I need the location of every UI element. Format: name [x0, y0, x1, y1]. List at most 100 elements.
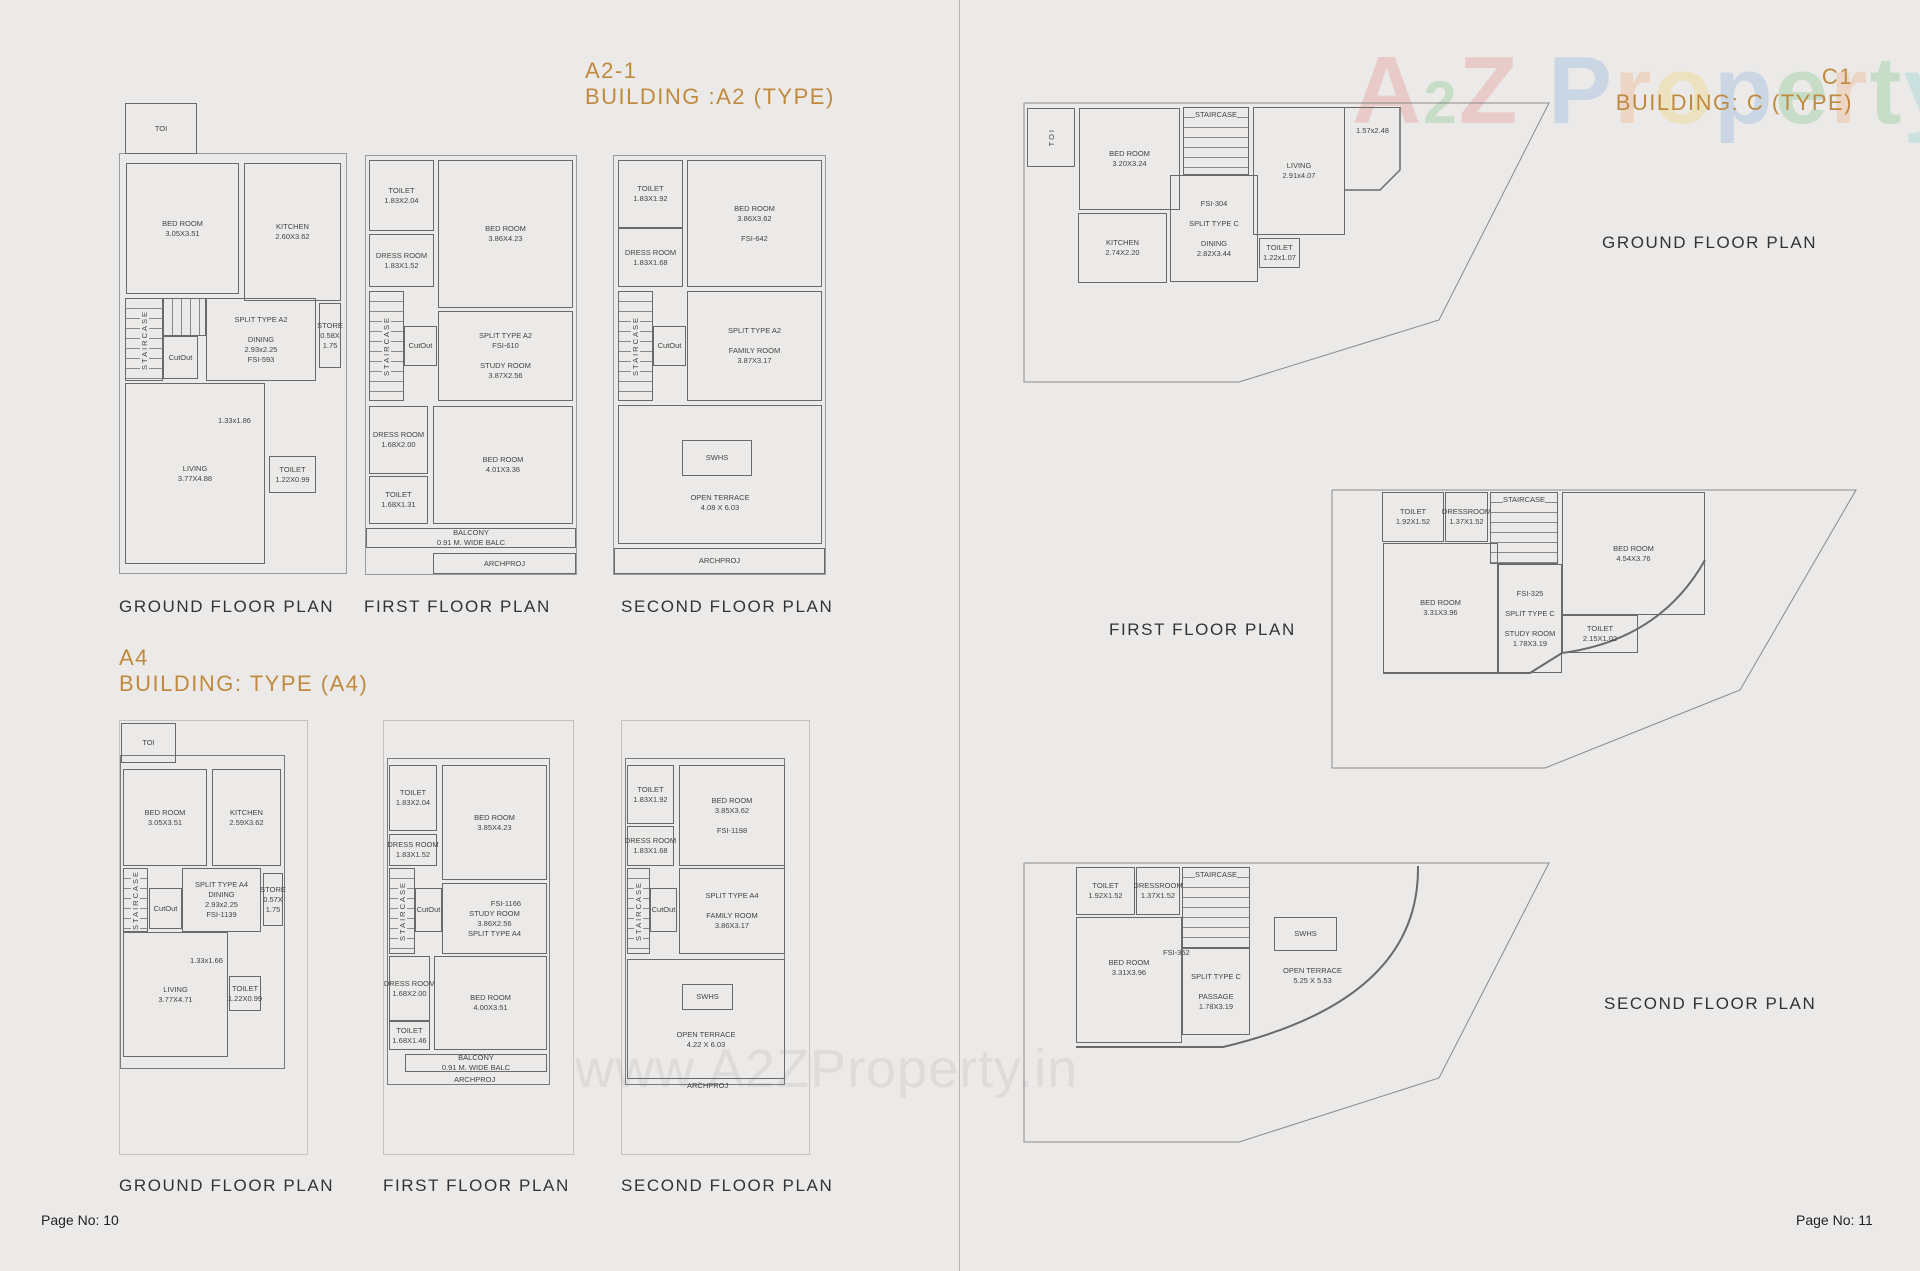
a4-building-title: BUILDING: TYPE (A4): [119, 671, 369, 696]
room-size: 3.85X4.23: [477, 822, 512, 832]
room-toi: TOI: [1027, 108, 1075, 167]
room-name: TOILET: [1266, 243, 1293, 252]
c1-heading: C1 BUILDING: C (TYPE): [1616, 64, 1853, 116]
room-size: 1.83X1.92: [633, 194, 668, 203]
room-name: BED ROOM: [162, 218, 203, 228]
room-name: DRESS ROOM: [624, 247, 677, 257]
room-name: DRESSROOM: [1441, 507, 1492, 516]
room-size: 0.91 M. WIDE BALC: [441, 1063, 511, 1072]
split-type: SPLIT TYPE C: [1191, 971, 1241, 981]
room-staircase: STAIRCASE: [369, 291, 404, 401]
room-size: 1.68X2.00: [392, 988, 427, 998]
room-size: 4.00X3.51: [473, 1003, 508, 1012]
room-name: STAIRCASE: [131, 869, 140, 931]
room-size: 1.68X1.46: [392, 1035, 427, 1045]
room-name: TOI: [1046, 128, 1056, 147]
a4-heading: A4 BUILDING: TYPE (A4): [119, 645, 368, 697]
room-size: 1.22x1.07: [1263, 253, 1296, 262]
room-size: 1.83X1.52: [384, 260, 419, 270]
room-size: 3.87X3.17: [737, 356, 772, 365]
room-name: BED ROOM: [1420, 598, 1461, 607]
room-name: ARCHPROJ: [483, 558, 526, 568]
room-size: 1.83X1.68: [633, 257, 668, 267]
a2-second-label: SECOND FLOOR PLAN: [621, 597, 834, 616]
room-name: BED ROOM: [470, 993, 511, 1002]
archproj: ARCHPROJ: [687, 1081, 729, 1090]
room-name: DRESS ROOM: [387, 840, 439, 849]
page-number-right: Page No: 11: [1796, 1212, 1873, 1228]
archproj: ARCHPROJ: [614, 548, 825, 574]
room-name: STAIRCASE: [634, 880, 643, 942]
room-name: STAIRCASE: [1195, 870, 1237, 879]
room-size: 1.83X2.04: [384, 195, 419, 205]
fsi: FSI-1139: [206, 910, 237, 919]
room-size: 3.86X3.62: [737, 213, 772, 223]
fsi: FSI-610: [492, 341, 519, 350]
fsi: FSI-325: [1516, 588, 1544, 598]
room-name: KITCHEN: [230, 807, 263, 817]
room-name: BED ROOM: [485, 224, 526, 233]
building-outline: [120, 755, 285, 1069]
room-name: DRESS ROOM: [624, 836, 677, 845]
c1-code: C1: [1821, 64, 1853, 89]
room-name: TOILET: [637, 184, 664, 193]
room-name: BED ROOM: [734, 203, 775, 213]
room-size: 2.74X2.20: [1105, 248, 1140, 257]
a2-heading: A2-1 BUILDING :A2 (TYPE): [585, 58, 835, 110]
room-cutout: CutOut: [149, 888, 182, 929]
room-name: TOILET: [1092, 881, 1119, 890]
room-name: BED ROOM: [482, 455, 524, 464]
room-size: 1.22X0.99: [227, 993, 263, 1003]
room-name: 1.57x2.48: [1356, 126, 1389, 135]
room-name: TOILET: [388, 185, 415, 195]
room-name: TOILET: [1399, 507, 1427, 516]
room-cutout: CutOut: [415, 888, 442, 932]
room-name: CutOut: [657, 341, 682, 350]
room-size: 4.22 X 6.03: [686, 1040, 726, 1049]
split-type: SPLIT TYPE A4: [705, 891, 759, 900]
room-size: 3.86X4.23: [488, 234, 523, 243]
room-staircase: STAIRCASE: [389, 868, 415, 954]
room-staircase: STAIRCASE: [123, 868, 148, 932]
room-name: DRESSROOM: [1133, 881, 1183, 890]
room-name: OPEN TERRACE: [690, 493, 750, 502]
room-name: DRESS ROOM: [375, 250, 428, 260]
room-name: STAIRCASE: [1195, 110, 1237, 119]
room-toi: TOI: [121, 723, 176, 763]
room-name: FAMILY ROOM: [728, 346, 781, 355]
fsi: FSI-1166: [490, 898, 522, 908]
room-size: 3.85X3.62: [714, 805, 750, 815]
room-name: STUDY ROOM: [480, 361, 531, 370]
room-size: 1.37X1.52: [1140, 891, 1176, 900]
c1-building-title: BUILDING: C (TYPE): [1615, 90, 1853, 115]
room-name: STAIRCASE: [631, 315, 640, 377]
room-staircase: STAIRCASE: [1182, 867, 1250, 948]
room-staircase: STAIRCASE: [1183, 107, 1249, 175]
stair-treads: [163, 298, 206, 336]
room-name: SWHS: [705, 453, 729, 462]
room-size: 2.93x2.25: [244, 344, 278, 354]
room-size: 1.83X1.92: [633, 794, 668, 804]
swhs: SWHS: [682, 440, 752, 476]
